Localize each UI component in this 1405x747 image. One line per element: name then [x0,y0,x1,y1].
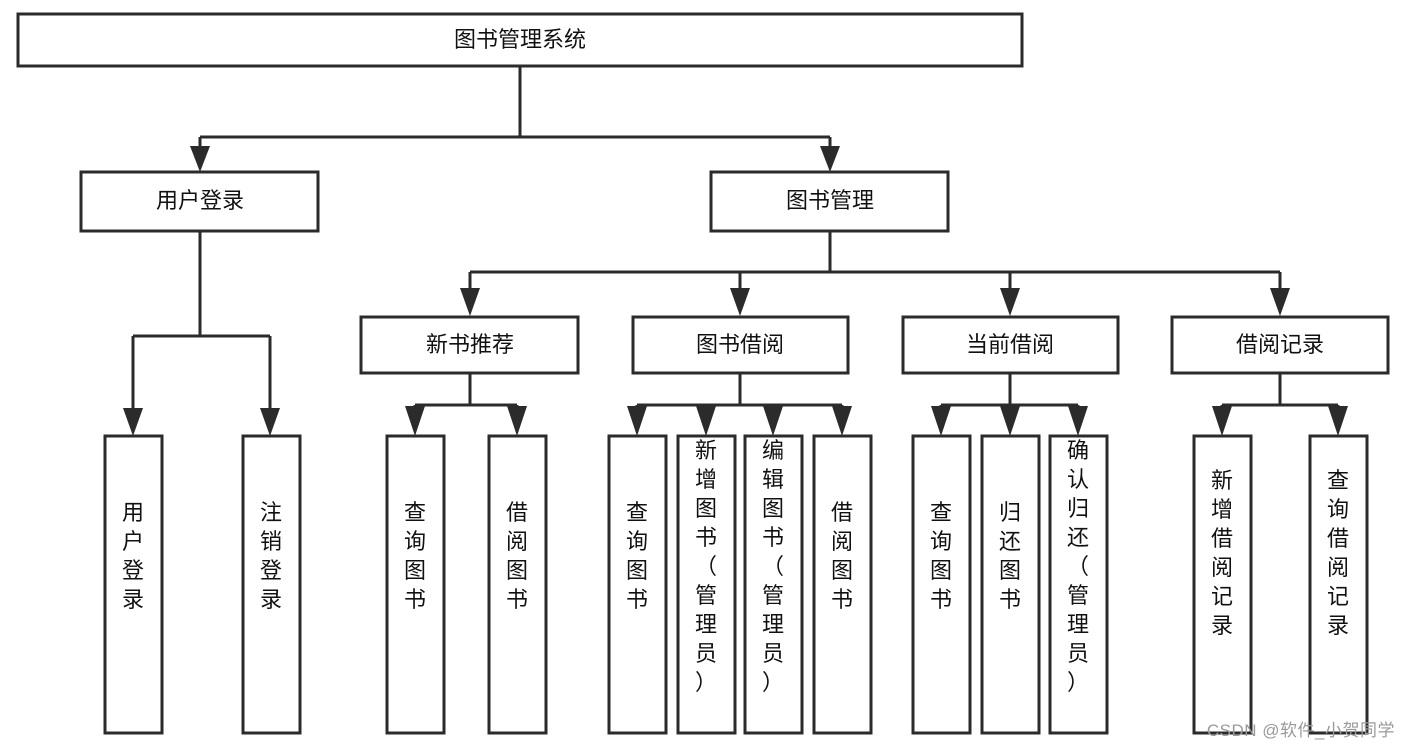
node-leaf-borrow-book-1-label: 借阅图书 [506,500,528,612]
arrow-to-leaf-add-record [1212,406,1232,436]
node-user-login-box[interactable] [79,170,320,233]
arrow-to-book-manage [820,146,840,172]
node-leaf-borrow-book-2-label: 借阅图书 [831,500,853,612]
node-leaf-edit-book-box[interactable] [743,434,804,735]
node-leaf-add-record[interactable]: 新增借阅记录 [1192,434,1253,735]
node-borrow-record-box[interactable] [1170,315,1390,375]
node-leaf-user-login[interactable]: 用户登录 [103,434,164,735]
node-leaf-query-book-2-label: 查询图书 [626,500,648,612]
arrow-to-leaf-borrow-book-2 [832,406,852,436]
node-leaf-borrow-book-1[interactable]: 借阅图书 [487,434,548,735]
arrow-to-leaf-query-record [1328,406,1348,436]
arrow-to-leaf-user-login [123,408,143,436]
arrow-to-book-borrow [730,288,750,316]
node-leaf-return-book-box[interactable] [980,434,1041,735]
node-leaf-query-book-1[interactable]: 查询图书 [385,434,446,735]
node-leaf-add-book[interactable]: 新增图书（管理员） [676,434,737,735]
node-book-borrow[interactable]: 图书借阅 [631,315,850,375]
node-book-manage[interactable]: 图书管理 [709,170,950,233]
node-current-borrow-label: 当前借阅 [966,332,1054,357]
arrow-to-leaf-edit-book [763,406,783,436]
node-book-borrow-box[interactable] [631,315,850,375]
arrow-to-new-book-rec [460,288,480,316]
node-borrow-record-label: 借阅记录 [1236,332,1324,357]
node-user-login[interactable]: 用户登录 [79,170,320,233]
node-leaf-query-book-3-label: 查询图书 [930,500,952,612]
arrow-to-leaf-query-book-2 [627,406,647,436]
node-borrow-record[interactable]: 借阅记录 [1170,315,1390,375]
node-user-login-label: 用户登录 [156,188,244,213]
node-book-manage-box[interactable] [709,170,950,233]
node-leaf-logout[interactable]: 注销登录 [241,434,302,735]
node-leaf-query-book-3-box[interactable] [911,434,972,735]
watermark-credit: CSDN @软件_小贺同学 [1206,721,1395,740]
arrow-to-leaf-query-book-1 [405,406,425,436]
node-leaf-borrow-book-1-box[interactable] [487,434,548,735]
arrow-to-user-login [190,146,210,172]
node-leaf-add-book-box[interactable] [676,434,737,735]
node-leaf-confirm-return-label: 确认归还（管理员） [1067,438,1089,695]
arrow-to-leaf-return-book [1000,406,1020,436]
node-root[interactable]: 图书管理系统 [16,12,1024,68]
node-leaf-confirm-return[interactable]: 确认归还（管理员） [1048,434,1109,735]
node-new-book-rec[interactable]: 新书推荐 [359,315,580,375]
node-leaf-edit-book[interactable]: 编辑图书（管理员） [743,434,804,735]
node-leaf-logout-label: 注销登录 [260,500,282,612]
arrow-to-leaf-add-book [696,406,716,436]
node-leaf-add-record-label: 新增借阅记录 [1211,468,1233,638]
node-leaf-return-book[interactable]: 归还图书 [980,434,1041,735]
node-leaf-add-record-box[interactable] [1192,434,1253,735]
node-new-book-rec-box[interactable] [359,315,580,375]
arrow-to-leaf-borrow-book-1 [507,406,527,436]
node-leaf-query-record-box[interactable] [1308,434,1369,735]
node-leaf-confirm-return-box[interactable] [1048,434,1109,735]
node-current-borrow-box[interactable] [901,315,1120,375]
node-leaf-query-record[interactable]: 查询借阅记录 [1308,434,1369,735]
node-current-borrow[interactable]: 当前借阅 [901,315,1120,375]
node-leaf-query-book-2-box[interactable] [607,434,668,735]
node-book-manage-label: 图书管理 [786,188,874,213]
node-new-book-rec-label: 新书推荐 [426,332,514,357]
arrow-to-leaf-logout [260,408,280,436]
node-leaf-borrow-book-2-box[interactable] [812,434,873,735]
connectors-layer [123,66,1348,436]
node-leaf-query-book-1-box[interactable] [385,434,446,735]
node-leaf-query-book-1-label: 查询图书 [404,500,426,612]
node-leaf-user-login-label: 用户登录 [122,500,144,612]
node-leaf-user-login-box[interactable] [103,434,164,735]
node-leaf-query-record-label: 查询借阅记录 [1327,468,1349,638]
arrow-to-leaf-query-book-3 [931,406,951,436]
node-leaf-query-book-3[interactable]: 查询图书 [911,434,972,735]
node-leaf-logout-box[interactable] [241,434,302,735]
node-leaf-edit-book-label: 编辑图书（管理员） [762,438,784,695]
node-leaf-add-book-label: 新增图书（管理员） [695,438,717,695]
arrow-to-borrow-record [1270,288,1290,316]
node-leaf-query-book-2[interactable]: 查询图书 [607,434,668,735]
arrow-to-current-borrow [1000,288,1020,316]
node-leaf-borrow-book-2[interactable]: 借阅图书 [812,434,873,735]
node-book-borrow-label: 图书借阅 [696,332,784,357]
node-root-box[interactable] [16,12,1024,68]
arrow-to-leaf-confirm-return [1068,406,1088,436]
node-leaf-return-book-label: 归还图书 [999,500,1021,612]
node-root-label: 图书管理系统 [454,27,586,52]
